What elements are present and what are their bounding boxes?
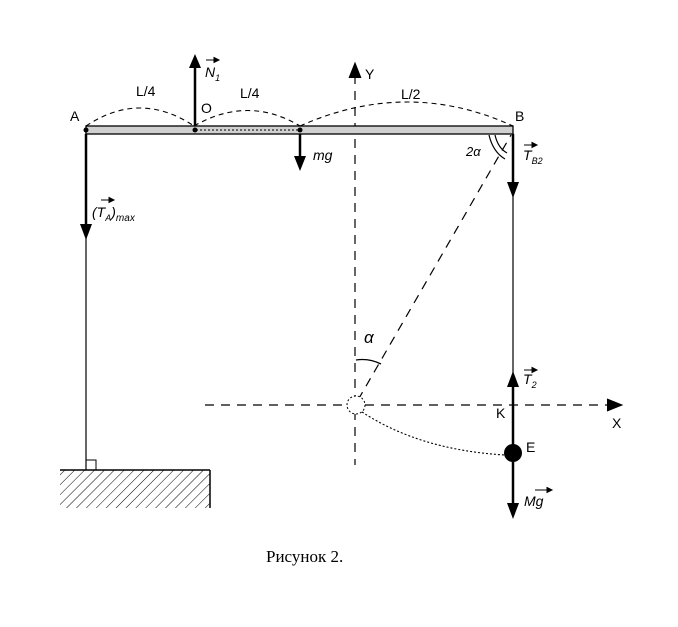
force-n1-arrowhead bbox=[189, 54, 201, 68]
force-t2-arrowhead bbox=[507, 371, 519, 387]
label-n1: N1 bbox=[205, 64, 220, 83]
force-mg-arrowhead bbox=[294, 156, 306, 171]
force-tb2-arrowhead bbox=[507, 182, 519, 198]
label-t2: T2 bbox=[523, 371, 537, 390]
label-length-3: L/2 bbox=[401, 86, 421, 102]
y-axis-arrowhead bbox=[348, 61, 362, 79]
label-mg: mg bbox=[313, 147, 333, 163]
point-mg-dot bbox=[297, 127, 303, 133]
label-length-1: L/4 bbox=[136, 83, 156, 99]
label-y-axis: Y bbox=[365, 66, 375, 82]
label-point-e: E bbox=[526, 439, 535, 455]
figure-caption: Рисунок 2. bbox=[266, 547, 343, 566]
label-alpha: α bbox=[364, 328, 375, 347]
force-ta-arrowhead bbox=[80, 224, 92, 240]
label-length-2: L/4 bbox=[240, 85, 260, 101]
dashed-radius bbox=[357, 134, 512, 401]
point-a-dot bbox=[83, 127, 89, 133]
label-tb2: TB2 bbox=[523, 147, 543, 166]
two-alpha-arc-inner bbox=[494, 134, 508, 154]
point-o-dot bbox=[192, 127, 198, 133]
label-point-a: A bbox=[70, 108, 80, 124]
vector-marks bbox=[101, 56, 554, 494]
force-Mg-arrowhead bbox=[507, 503, 519, 519]
x-axis-arrowhead bbox=[606, 398, 624, 412]
length-arc-1 bbox=[85, 107, 195, 127]
label-point-k: K bbox=[496, 405, 506, 421]
label-ta-max: (TA)max bbox=[92, 204, 136, 224]
swing-arc bbox=[361, 411, 506, 456]
label-two-alpha: 2α bbox=[465, 144, 481, 159]
label-point-o: O bbox=[201, 100, 212, 116]
alpha-arc bbox=[355, 358, 382, 365]
label-Mg: Mg bbox=[524, 493, 544, 509]
label-x-axis: X bbox=[612, 415, 622, 431]
length-arc-3 bbox=[299, 101, 514, 127]
pivot-circle bbox=[346, 395, 366, 415]
ground-hatch bbox=[60, 470, 210, 508]
mass-e bbox=[504, 444, 522, 462]
two-alpha-arc-outer bbox=[488, 134, 506, 160]
length-arc-2 bbox=[193, 110, 301, 127]
label-point-b: B bbox=[515, 108, 524, 124]
right-angle-mark bbox=[85, 459, 97, 471]
